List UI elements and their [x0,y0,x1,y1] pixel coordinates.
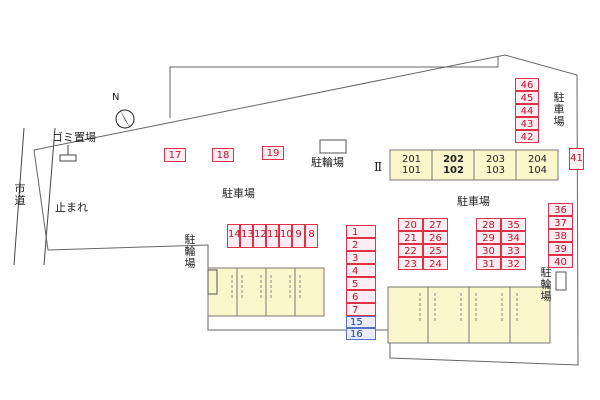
parking-slot: 43 [515,117,539,130]
parking-slot: 28 [476,218,501,231]
parking-slot: 27 [423,218,448,231]
bike-top-label: 駐輪場 [311,156,344,169]
parking-slot: 13 [240,224,254,248]
road-edge-left [13,127,25,266]
parking-slot: 2 [346,238,376,251]
bike-rack-top [319,139,347,154]
parking-slot: 21 [398,231,423,244]
trash-label: ゴミ置場 [52,131,96,144]
parking-slot: 33 [501,244,526,257]
parking-slot-blue: 16 [346,328,376,340]
parking-slot: 24 [423,257,448,270]
parking-slot: 44 [515,104,539,117]
parking-right-label: 駐車場 [457,195,490,208]
parking-slot: 8 [305,224,318,248]
city-road-label: 市道 [14,182,26,207]
parking-slot: 35 [501,218,526,231]
bike-right-label: 駐輪場 [540,266,552,303]
parking-slot: 34 [501,231,526,244]
parking-slot: 45 [515,91,539,104]
bike-rack-right [555,271,567,291]
parking-slot: 40 [548,255,573,268]
parking-slot: 29 [476,231,501,244]
parking-slot: 11 [266,224,280,248]
parking-slot: 3 [346,251,376,264]
trash-box [59,154,77,162]
parking-slot: 38 [548,229,573,242]
bike-left-label: 駐輪場 [184,233,196,270]
parking-slot: 14 [227,224,241,248]
parking-slot: 41 [569,148,584,170]
parking-slot-blue: 15 [346,316,376,328]
parking-slot: 7 [346,303,376,316]
parking-slot: 37 [548,216,573,229]
parking-top-right-label: 駐車場 [553,91,565,128]
parking-slot: 1 [346,225,376,238]
parking-slot: 42 [515,130,539,143]
parking-slot: 17 [164,148,186,162]
neighbour-outline [169,57,499,118]
parking-main-label: 駐車場 [222,187,255,200]
parking-slot: 31 [476,257,501,270]
parking-slot: 9 [292,224,305,248]
stop-label: 止まれ [55,201,88,214]
road-edge-right [43,127,56,266]
north-label: N [112,92,120,103]
parking-slot: 32 [501,257,526,270]
building-roman-label: Ⅱ [374,160,383,174]
north-arrow-icon [115,106,135,131]
parking-slot: 4 [346,264,376,277]
parking-slot: 22 [398,244,423,257]
parking-slot: 36 [548,203,573,216]
parking-slot: 25 [423,244,448,257]
parking-slot: 10 [279,224,293,248]
lot-boundary [33,54,579,366]
parking-slot: 23 [398,257,423,270]
parking-slot: 12 [253,224,267,248]
parking-slot: 5 [346,277,376,290]
parking-slot: 39 [548,242,573,255]
parking-slot: 18 [212,148,234,162]
parking-slot: 30 [476,244,501,257]
parking-slot: 46 [515,78,539,91]
parking-slot: 26 [423,231,448,244]
parking-slot: 20 [398,218,423,231]
parking-slot: 6 [346,290,376,303]
parking-slot: 19 [262,146,284,160]
